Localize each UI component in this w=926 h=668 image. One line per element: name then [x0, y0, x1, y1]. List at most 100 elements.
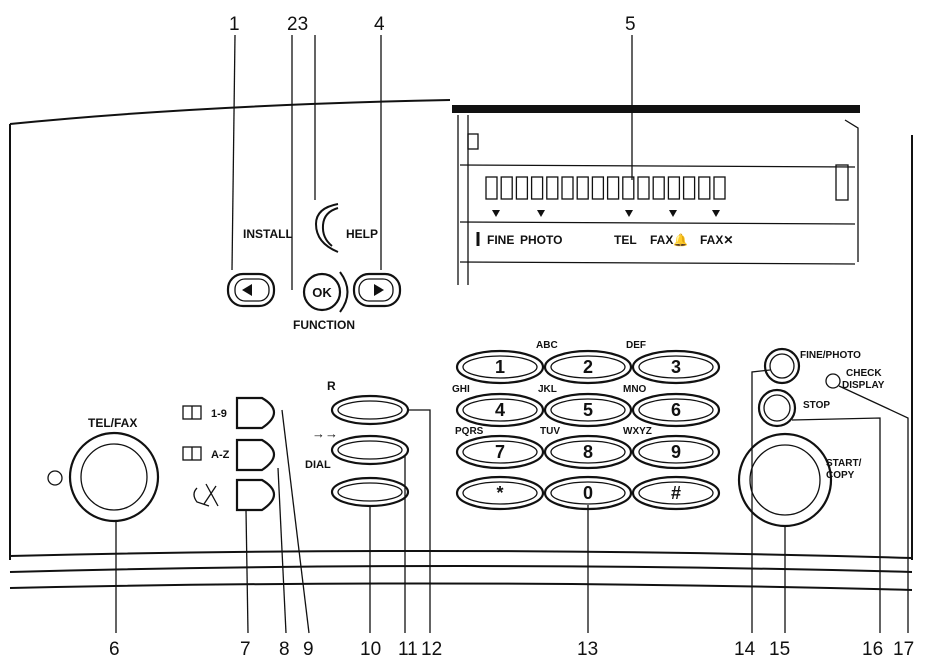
r-button[interactable]	[330, 394, 410, 426]
lcd-cell	[682, 176, 696, 200]
handset-cross-icon	[193, 483, 219, 507]
speed-dial-1-9-icon	[182, 405, 202, 420]
panel-base-edge	[9, 582, 913, 591]
left-arrow-icon	[242, 284, 252, 296]
panel-front-edge	[9, 549, 913, 559]
callout-15: 15	[769, 639, 790, 660]
lcd-cell	[500, 176, 513, 200]
tel-fax-led	[47, 470, 63, 486]
key-label: 6	[671, 400, 681, 420]
lcd-indicator-tel: TEL	[614, 233, 637, 247]
lcd-cell	[561, 176, 574, 200]
lcd-bottom-line	[459, 261, 856, 265]
speed-dial-1-9-button[interactable]	[235, 396, 276, 430]
lcd-cell	[606, 176, 620, 200]
start-copy-label-2: COPY	[826, 470, 855, 481]
key-5[interactable]: 5	[543, 392, 633, 428]
lcd-cell	[591, 176, 605, 200]
arrow-fine-icon	[492, 210, 500, 217]
fine-photo-button[interactable]	[763, 347, 801, 385]
lcd-cell	[667, 176, 681, 200]
lcd-cell	[637, 176, 650, 200]
lcd-cell	[546, 176, 559, 200]
check-display-label-1: CHECK	[846, 368, 882, 379]
key-4[interactable]: 4	[455, 392, 545, 428]
lcd-character-row	[485, 176, 726, 200]
ok-label: OK	[312, 285, 332, 300]
key-0[interactable]: 0	[543, 475, 633, 511]
leader-lines	[115, 34, 909, 634]
tel-fax-button[interactable]	[68, 431, 160, 523]
lcd-cell	[713, 176, 726, 200]
key-6[interactable]: 6	[631, 392, 721, 428]
key-9[interactable]: 9	[631, 434, 721, 470]
start-copy-label-1: START/	[826, 458, 862, 469]
lcd-top-line	[459, 164, 856, 168]
stop-label: STOP	[803, 400, 830, 411]
right-arrow-icon	[374, 284, 384, 296]
speed-dial-a-z-button[interactable]	[235, 438, 276, 472]
callout-1: 1	[229, 14, 240, 35]
r-button-inner	[337, 400, 403, 420]
tel-fax-label: TEL/FAX	[88, 416, 137, 430]
redial-button[interactable]	[330, 434, 410, 466]
key-label: *	[496, 483, 503, 503]
key-letters: TUV	[540, 426, 560, 437]
key-7[interactable]: 7	[455, 434, 545, 470]
key-2[interactable]: 2	[543, 349, 633, 385]
arrow-tel-icon	[625, 210, 633, 217]
stop-button[interactable]	[757, 388, 797, 428]
key-label: 0	[583, 483, 593, 503]
key-letters: WXYZ	[623, 426, 652, 437]
speed-dial-1-9-label: 1-9	[211, 408, 227, 420]
display-corner-mark	[467, 133, 479, 150]
key-3[interactable]: 3	[631, 349, 721, 385]
left-arrow-button[interactable]	[226, 272, 276, 308]
key-letters: ABC	[536, 340, 558, 351]
redial-arrows-icon: →→	[312, 426, 338, 441]
display-side-clip	[835, 164, 849, 201]
dial-button-inner	[337, 482, 403, 502]
lcd-cell	[622, 176, 635, 200]
callout-12: 12	[421, 639, 442, 660]
help-button[interactable]	[314, 203, 339, 253]
lcd-indicator-fax-cross: FAX✕	[700, 233, 733, 247]
check-display-label-2: DISPLAY	[842, 380, 885, 391]
key-letters: GHI	[452, 384, 470, 395]
key-1[interactable]: 1	[455, 349, 545, 385]
key-8[interactable]: 8	[543, 434, 633, 470]
install-label: INSTALL	[243, 227, 293, 241]
ok-button[interactable]: OK	[302, 271, 349, 313]
speed-dial-mute-button[interactable]	[235, 478, 276, 512]
panel-top-edge	[9, 99, 451, 125]
key-label: 4	[495, 400, 505, 420]
lcd-cell	[576, 176, 589, 200]
display-bezel-right	[844, 119, 859, 262]
callout-5: 5	[625, 14, 636, 35]
key-letters: PQRS	[455, 426, 484, 437]
key-label: 7	[495, 442, 505, 462]
dial-button[interactable]	[330, 476, 410, 508]
speed-dial-a-z-icon	[182, 446, 202, 461]
callout-16: 16	[862, 639, 883, 660]
key-hash[interactable]: #	[631, 475, 721, 511]
callout-7: 7	[240, 639, 251, 660]
callout-8: 8	[279, 639, 290, 660]
lcd-indicator-fine: FINE	[487, 233, 514, 247]
key-label: 8	[583, 442, 593, 462]
arrow-photo-icon	[537, 210, 545, 217]
key-star[interactable]: *	[455, 475, 545, 511]
lcd-cell	[485, 176, 498, 200]
lcd-indicator-photo: PHOTO	[520, 233, 562, 247]
right-arrow-button[interactable]	[352, 272, 402, 308]
redial-button-inner	[337, 440, 403, 460]
key-label: 5	[583, 400, 593, 420]
callout-13: 13	[577, 639, 598, 660]
lcd-mid-line	[459, 221, 856, 225]
display-top-bar	[452, 105, 860, 113]
lcd-cell	[515, 176, 529, 200]
lcd-cell	[652, 176, 665, 200]
dial-label: DIAL	[305, 459, 331, 471]
lcd-cell	[530, 176, 544, 200]
start-copy-button[interactable]	[737, 432, 833, 528]
